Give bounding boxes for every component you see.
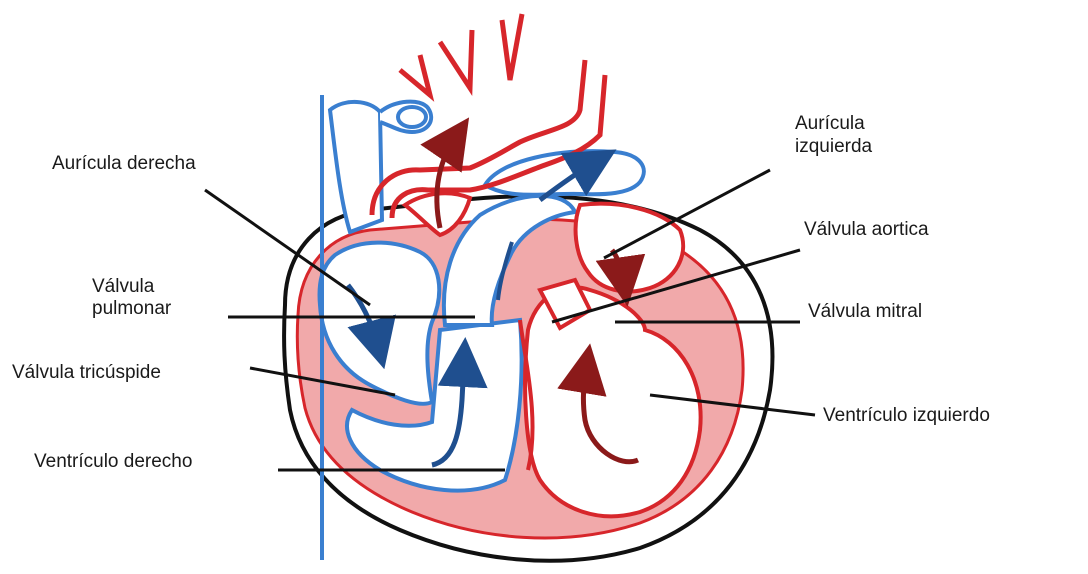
label-auricula-izquierda-line2: izquierda [795, 135, 872, 158]
label-valvula-pulmonar-line2: pulmonar [92, 297, 171, 320]
label-auricula-derecha: Aurícula derecha [52, 152, 196, 175]
aortic-branch-3 [502, 14, 522, 80]
label-ventriculo-derecho: Ventrículo derecho [34, 450, 192, 473]
aortic-branch-1 [400, 55, 430, 95]
label-auricula-izquierda-line1: Aurícula [795, 112, 865, 135]
label-valvula-tricuspide: Válvula tricúspide [12, 361, 161, 384]
label-valvula-mitral: Válvula mitral [808, 300, 922, 323]
label-valvula-pulmonar-line1: Válvula [92, 275, 154, 298]
vena-cava-opening [398, 107, 426, 127]
aortic-branch-2 [440, 30, 472, 88]
label-ventriculo-izquierdo: Ventrículo izquierdo [823, 404, 990, 427]
label-valvula-aortica: Válvula aortica [804, 218, 929, 241]
